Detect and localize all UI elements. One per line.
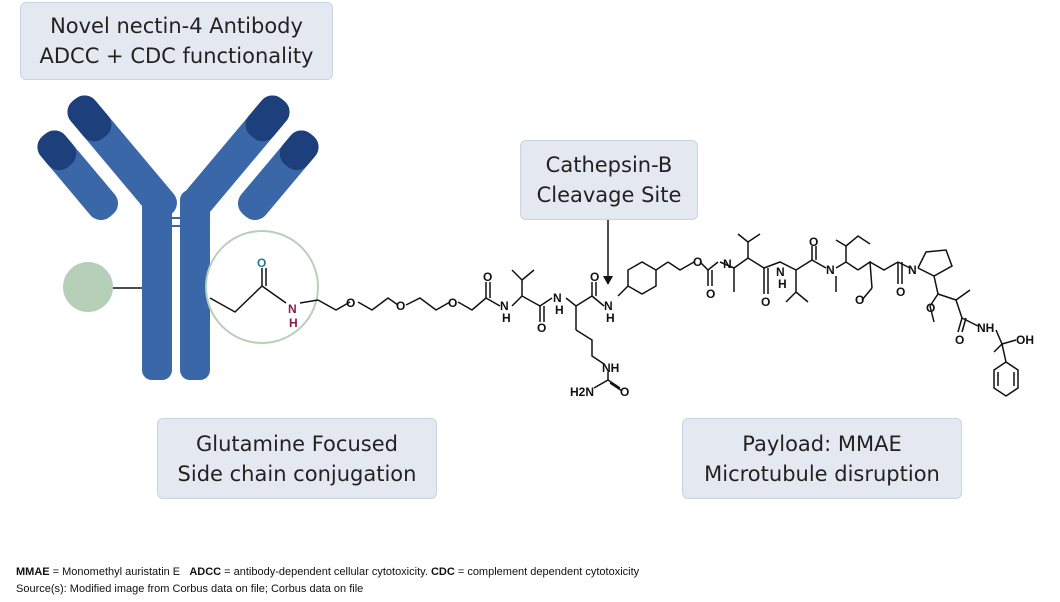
adcc-abbrev-val: = antibody-dependent cellular cytotoxici…	[221, 566, 431, 578]
glutamine-callout-line2: Side chain conjugation	[177, 461, 417, 486]
payload-callout: Payload: MMAE Microtubule disruption	[682, 418, 962, 499]
carbonyl-o-6: O	[809, 235, 818, 249]
ether-o-1: O	[346, 296, 355, 310]
cdc-abbrev-val: = complement dependent cytotoxicity	[454, 566, 640, 578]
nitrogen-6: N	[826, 263, 835, 277]
amide-oxygen-label: O	[257, 256, 266, 270]
ether-o-3: O	[448, 296, 457, 310]
hydrogen-5: H	[778, 277, 787, 291]
carbonyl-o-3: O	[590, 270, 599, 284]
antibody-callout: Novel nectin-4 Antibody ADCC + CDC funct…	[20, 2, 333, 80]
mmae-abbrev-key: MMAE	[16, 566, 50, 578]
amide-nitrogen-label: N	[288, 302, 297, 316]
nitrogen-5: N	[776, 265, 785, 279]
urea-o: O	[620, 385, 629, 399]
nitrogen-2: N	[553, 291, 562, 305]
carbonyl-o-4: O	[706, 287, 715, 301]
nitrogen-7: N	[908, 263, 917, 277]
conjugation-bead	[63, 262, 113, 312]
antibody-illustration	[37, 95, 319, 380]
hydrogen-2: H	[555, 303, 564, 317]
antibody-callout-line1: Novel nectin-4 Antibody	[50, 14, 303, 38]
cathepsin-callout-line2: Cleavage Site	[536, 183, 682, 207]
abbreviations-footnote: MMAE = Monomethyl auristatin E ADCC = an…	[16, 566, 639, 578]
nitrogen-3: N	[604, 299, 613, 313]
cathepsin-callout-line1: Cathepsin-B	[545, 153, 673, 177]
carbonyl-o-8: O	[955, 333, 964, 347]
carbonyl-o-7: O	[896, 285, 905, 299]
nitrogen-1: N	[500, 299, 509, 313]
cathepsin-callout: Cathepsin-B Cleavage Site	[520, 140, 698, 220]
mmae-abbrev-val: = Monomethyl auristatin E	[49, 566, 190, 578]
ether-o-2: O	[396, 299, 405, 313]
carbonyl-o-5: O	[761, 295, 770, 309]
nitrogen-4: N	[723, 257, 732, 271]
source-footnote: Source(s): Modified image from Corbus da…	[16, 583, 364, 595]
urea-h2n: H2N	[570, 385, 594, 399]
carbamate-o: O	[693, 255, 702, 269]
adcc-abbrev-key: ADCC	[189, 566, 222, 578]
payload-callout-line2: Microtubule disruption	[704, 461, 940, 486]
methoxy-o-2: O	[926, 301, 935, 315]
hydrogen-1: H	[502, 311, 511, 325]
amide-hydrogen-label: H	[289, 316, 298, 330]
hydrogen-3: H	[606, 311, 615, 325]
carbonyl-o-1: O	[483, 270, 492, 284]
peg-linker	[317, 233, 1019, 397]
amide-nh-mmae: NH	[977, 321, 994, 335]
glutamine-callout: Glutamine Focused Side chain conjugation	[157, 418, 437, 499]
cdc-abbrev-key: CDC	[430, 566, 455, 578]
adc-diagram: O N H	[37, 95, 1034, 399]
carbonyl-o-2: O	[537, 321, 546, 335]
glutamine-callout-line1: Glutamine Focused	[196, 431, 398, 456]
payload-callout-line1: Payload: MMAE	[742, 431, 902, 456]
hydroxyl-oh: OH	[1016, 333, 1034, 347]
methoxy-o-1: O	[855, 293, 864, 307]
urea-nh: NH	[602, 361, 619, 375]
cleavage-arrow	[603, 220, 613, 285]
antibody-callout-line2: ADCC + CDC functionality	[39, 44, 314, 68]
